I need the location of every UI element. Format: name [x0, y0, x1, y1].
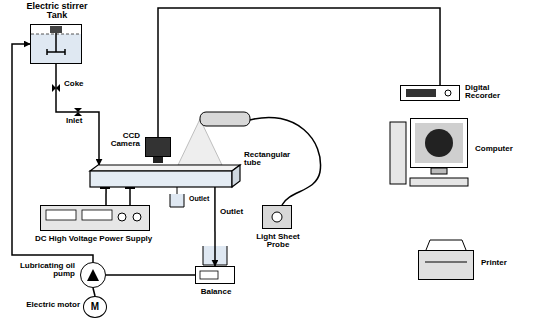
balance-display: [200, 271, 218, 279]
oil-pump: Lubricating oil pump: [80, 262, 106, 288]
printer: Printer: [418, 250, 474, 280]
pipe-connector: [106, 274, 195, 276]
component-label: Rectangular tube: [244, 151, 302, 168]
stirrer-motor: [50, 26, 62, 33]
power-knob: [118, 213, 126, 221]
component-label: Printer: [481, 259, 531, 267]
pipe-connector: [158, 8, 440, 137]
printer-paper: [426, 240, 466, 250]
pump-body: [81, 263, 105, 287]
probe-lens: [272, 212, 282, 222]
monitor-stand: [431, 168, 447, 174]
stirrer-shaft: [55, 33, 57, 52]
pipe-connector: [56, 64, 99, 165]
part-label: Coke: [64, 80, 84, 88]
component-label: Digital Recorder: [465, 84, 517, 101]
power-knob: [133, 213, 141, 221]
computer-tower: [390, 122, 406, 184]
power-supply: DC High Voltage Power Supply: [40, 205, 150, 231]
part-label: Outlet: [189, 195, 209, 202]
digital-recorder: Digital Recorder: [400, 85, 460, 101]
camera-lens: [153, 157, 163, 163]
power-supply-face: [41, 206, 149, 230]
camera-body: [146, 138, 170, 156]
pipe-connector: [93, 288, 95, 296]
component-label: DC High Voltage Power Supply: [35, 235, 195, 243]
stirrer-blade: [47, 49, 65, 55]
power-display: [46, 210, 76, 220]
component-label: CCD Camera: [98, 132, 140, 149]
component-label: Balance: [191, 288, 241, 296]
part-label: Outlet: [220, 208, 243, 216]
ccd-camera: CCD Camera: [145, 137, 171, 157]
component-label: Electric motor: [10, 301, 80, 309]
tank-liquid: [31, 34, 81, 63]
balance: Balance: [195, 266, 235, 284]
component-label: Electric stirrer Tank: [21, 2, 93, 21]
rectangular-tube: Rectangular tube: [90, 165, 240, 187]
drip-line: [177, 187, 178, 194]
recorder-display: [406, 89, 436, 97]
power-display: [82, 210, 112, 220]
keyboard: [410, 178, 468, 186]
power-wire: [129, 189, 131, 205]
light-source: [200, 112, 250, 126]
tank: Electric stirrer Tank: [30, 24, 82, 64]
component-label: Light Sheet Probe: [251, 233, 305, 250]
outlet-beaker: [170, 194, 184, 207]
monitor-screen: [415, 123, 463, 163]
recorder-button: [445, 90, 451, 96]
pipe-connector: [214, 187, 216, 266]
printer-slot: [425, 262, 467, 263]
tube-end: [232, 165, 240, 187]
probe-body: [263, 206, 291, 228]
symbol-letter: M: [84, 297, 106, 317]
printer-body: [419, 251, 473, 279]
tube-outline: [90, 165, 240, 187]
tube-top: [90, 165, 240, 171]
pipe-connector: [12, 44, 93, 262]
electric-motor: MElectric motor: [83, 296, 107, 318]
pump-symbol: [87, 269, 99, 281]
light-sheet-probe: Light Sheet Probe: [262, 205, 292, 229]
screen-image: [425, 129, 453, 157]
computer-monitor: Computer: [410, 118, 468, 168]
component-label: Computer: [475, 145, 535, 153]
component-label: Lubricating oil pump: [5, 262, 75, 279]
part-label: Inlet: [66, 117, 82, 125]
pipe-connector: [105, 187, 107, 205]
tube-front: [90, 171, 232, 187]
